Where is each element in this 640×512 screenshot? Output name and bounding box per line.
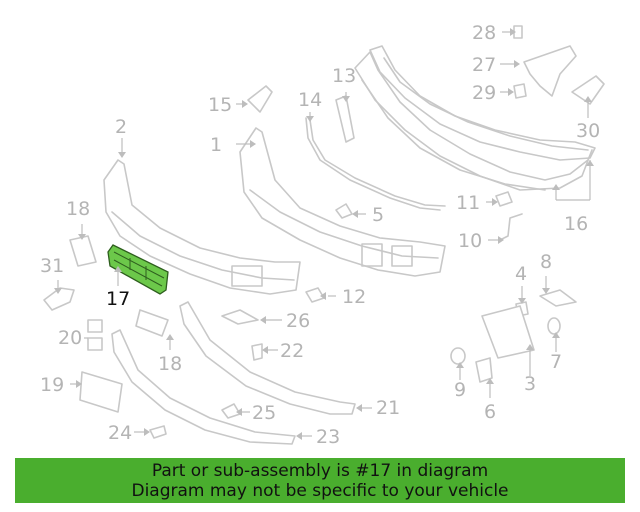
lower-valance [179,301,356,415]
callout-8: 8 [540,251,552,273]
callout-9: 9 [454,379,466,401]
bracket-18-upper [69,235,97,267]
callout-12: 12 [342,286,366,308]
callout-13: 13 [332,65,356,87]
bumper-cover-main-detail [361,79,546,191]
bumper-cover-main [354,51,593,191]
callout-29: 29 [472,82,496,104]
callout-4: 4 [515,263,527,285]
callout-31: 31 [40,255,64,277]
callout-11: 11 [456,192,480,214]
bracket-26 [221,309,259,325]
clip-20-bottom [87,337,103,351]
callout-15: 15 [208,94,232,116]
clip-6 [475,357,493,383]
exploded-parts-diagram: 1 2 3 4 5 6 7 8 9 10 11 12 13 14 15 16 1… [40,22,605,448]
bolt-11 [495,191,513,207]
callout-27: 27 [472,54,496,76]
front-bumper-1 [239,127,446,277]
front-bumper-1-slot [361,243,413,267]
banner-line-disclaimer: Diagram may not be specific to your vehi… [131,480,509,501]
callout-19: 19 [40,374,64,396]
front-bumper-2 [103,159,301,295]
callout-3: 3 [524,373,536,395]
bracket-18-lower [135,309,169,337]
part-17-detail [113,251,165,287]
bracket-27 [523,45,577,97]
callout-2: 2 [115,116,127,138]
bumper-cover-upper-detail [383,57,589,151]
callout-5: 5 [372,204,384,226]
clip-20-top [87,319,103,333]
bolt-22 [251,343,263,361]
part-17-highlighted [107,244,169,295]
callout-25: 25 [252,402,276,424]
grommet-9 [450,347,466,365]
front-bumper-2-detail [111,211,295,281]
bracket-15 [247,85,273,113]
cap-28 [513,25,523,39]
callout-21: 21 [376,397,400,419]
lower-skid-plate [111,329,296,445]
license-plate-bracket-19 [79,371,123,413]
callout-17: 17 [106,288,130,310]
front-bumper-2-slot [231,265,263,287]
callout-18-upper: 18 [66,198,90,220]
nut-29 [513,83,527,99]
trim-strip [305,117,441,211]
callout-22: 22 [280,340,304,362]
callout-26: 26 [286,310,310,332]
callout-7: 7 [550,351,562,373]
callout-30: 30 [576,120,600,142]
callout-23: 23 [316,426,340,448]
callout-24: 24 [108,422,132,444]
bracket-13 [335,95,355,143]
front-bumper-1-detail [249,189,439,259]
callout-20: 20 [58,327,82,349]
callout-16: 16 [564,213,588,235]
grommet-7 [547,317,561,335]
part-info-banner: Part or sub-assembly is #17 in diagram D… [15,458,625,503]
callout-18-lower: 18 [158,353,182,375]
clip-25 [221,403,241,419]
callout-6: 6 [484,401,496,423]
bracket-8 [539,289,577,307]
hose-10 [499,213,523,241]
callout-28: 28 [472,22,496,44]
callout-1: 1 [210,134,222,156]
callout-14: 14 [298,89,322,111]
bracket-30 [571,75,605,105]
clip-5 [335,203,353,219]
leader-lines [54,28,594,440]
screw-24 [149,425,167,439]
trim-strip-inner [309,119,446,207]
callout-10: 10 [458,230,482,252]
nut-12 [305,287,325,303]
banner-line-part-number: Part or sub-assembly is #17 in diagram [151,460,489,481]
